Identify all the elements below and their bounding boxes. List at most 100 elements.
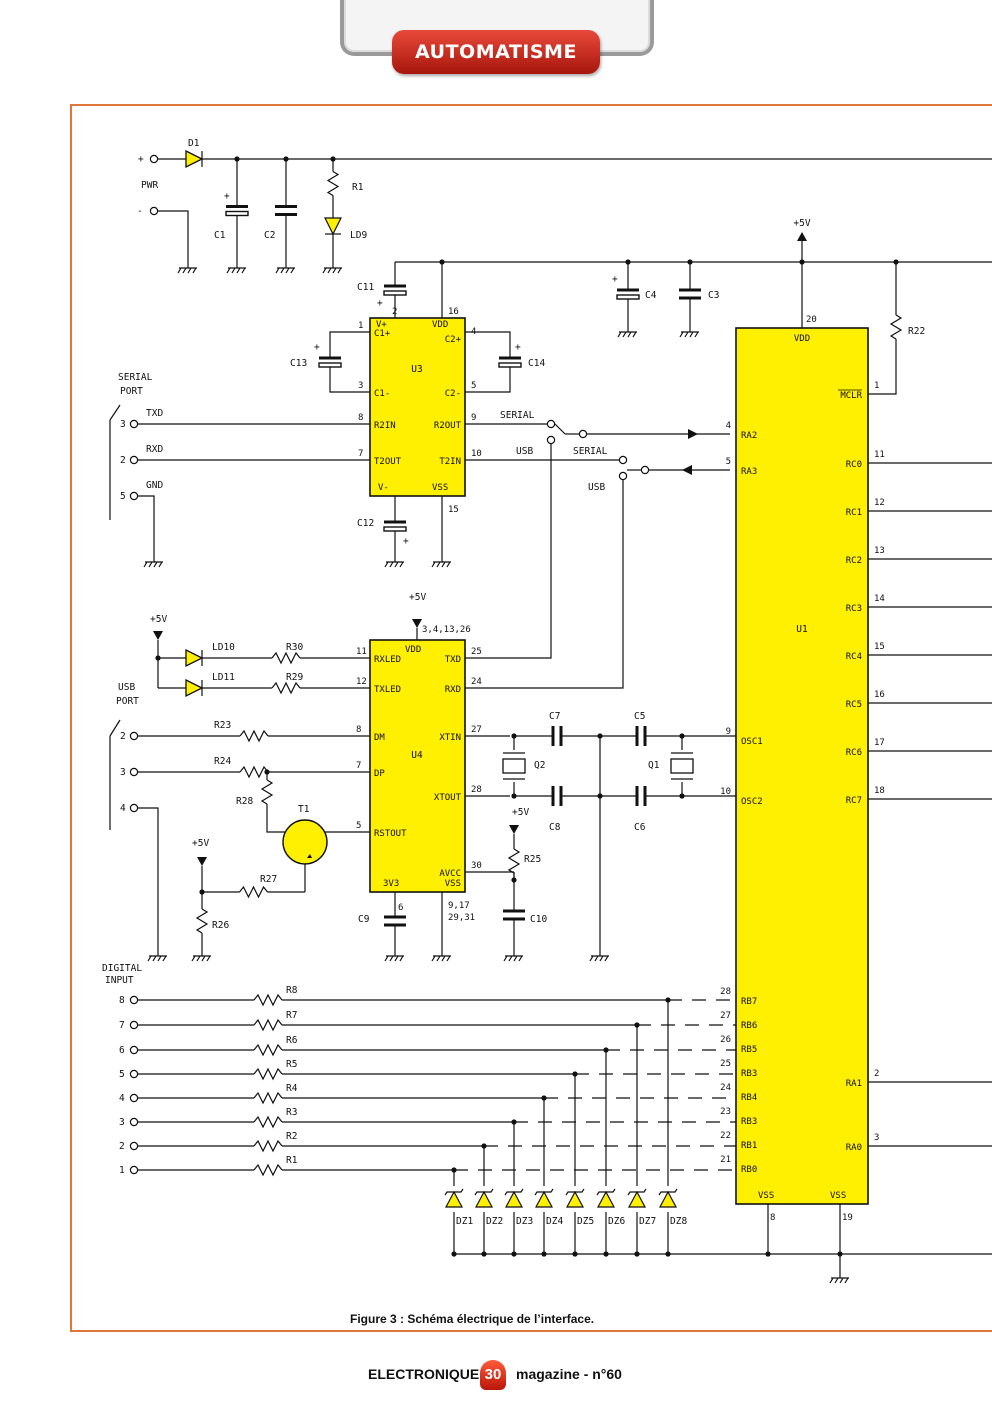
arrow-icon [688, 429, 698, 439]
digital-input-num: 5 [119, 1069, 125, 1080]
u3-pin: VSS [432, 483, 448, 493]
vcc-arrow-icon [509, 825, 519, 834]
switch-usb: USB [588, 482, 605, 493]
c14-label: C14 [528, 358, 545, 369]
ground-symbol [191, 955, 211, 962]
terminal [129, 1165, 139, 1175]
serial-pin-num: 5 [120, 491, 126, 502]
crystal-q2-icon [502, 758, 526, 774]
digital-resistor-label: R2 [286, 1131, 297, 1142]
usb-pin-num: 3 [120, 767, 126, 778]
terminal [640, 465, 650, 475]
serial-pin-num: 2 [120, 455, 126, 466]
ground-symbol [679, 331, 699, 338]
junction-dot [511, 1251, 517, 1257]
ground-symbol [322, 267, 342, 274]
wire [329, 331, 370, 346]
led-ld10-icon [185, 648, 204, 668]
u4-pinnum: 11 [356, 647, 367, 657]
u1-pinnum: 9 [726, 727, 731, 737]
c4-label: C4 [645, 290, 657, 301]
zener-diode-icon [475, 1190, 493, 1208]
u3-pin: C1+ [374, 329, 391, 339]
u1-pin: VSS [830, 1191, 846, 1201]
u1-pin: RB4 [741, 1093, 757, 1103]
u4-pinnum: 8 [356, 725, 361, 735]
u1-pin: RB1 [741, 1141, 757, 1151]
vcc-arrow-icon [153, 631, 163, 640]
r23-label: R23 [214, 720, 231, 731]
digital-input-num: 7 [119, 1020, 125, 1031]
u4-pin: RXLED [374, 655, 401, 665]
c12-plus: + [403, 536, 409, 547]
c3-label: C3 [708, 290, 719, 301]
wire [260, 779, 274, 805]
u4-pinnum: 27 [471, 725, 482, 735]
u1-pinnum: 4 [726, 421, 731, 431]
wire [138, 495, 155, 556]
terminal [129, 995, 139, 1005]
zener-diode-icon [659, 1190, 677, 1208]
u1-pinnum: 5 [726, 457, 731, 467]
zener-bar [627, 1188, 647, 1196]
u4-pin: AVCC [439, 869, 461, 879]
u3-pinnum: 10 [471, 449, 482, 459]
ground-symbol [384, 955, 404, 962]
junction-dot [765, 1251, 771, 1257]
ground-symbol [143, 561, 163, 568]
led-ld9-icon [324, 217, 342, 236]
zener-bar [474, 1188, 494, 1196]
junction-dot [837, 1251, 843, 1257]
zener-diode-icon [628, 1190, 646, 1208]
junction-dot [541, 1251, 547, 1257]
u3-pinnum: 2 [392, 307, 397, 317]
zener-bar [658, 1188, 678, 1196]
junction-dot [634, 1251, 640, 1257]
c14-plus: + [515, 342, 521, 353]
serial-pin-name: RXD [146, 444, 163, 455]
digital-input-num: 8 [119, 995, 125, 1006]
u1-pin: RB6 [741, 1021, 757, 1031]
capacitor-plate [318, 362, 342, 368]
zener-label: DZ1 [456, 1216, 473, 1227]
capacitor-plate [616, 294, 640, 300]
u3-pin: T2OUT [374, 457, 402, 467]
r27-label: R27 [260, 874, 277, 885]
c1-plus: + [224, 191, 230, 202]
r28-label: R28 [236, 796, 253, 807]
vcc-t1: +5V [192, 838, 209, 849]
u4-pin: XTIN [439, 733, 461, 743]
magazine-title: ELECTRONIQUE [368, 1366, 480, 1382]
digital-resistor-label: R6 [286, 1035, 298, 1046]
wire [253, 1018, 283, 1032]
wire [253, 1091, 283, 1105]
u1-pin: VSS [758, 1191, 774, 1201]
terminal [129, 1141, 139, 1151]
r24-label: R24 [214, 756, 231, 767]
usb-pin-num: 4 [120, 803, 126, 814]
vcc-r25: +5V [512, 807, 529, 818]
u1-pinnum: 26 [720, 1035, 731, 1045]
terminal [546, 419, 556, 429]
wire [253, 1115, 283, 1129]
u3-pin: T2IN [439, 457, 461, 467]
u1-pin: RA2 [741, 431, 757, 441]
c6-label: C6 [634, 822, 646, 833]
u4-pinnum: 6 [398, 903, 403, 913]
c2-label: C2 [264, 230, 275, 241]
u1-pinnum: 11 [874, 450, 885, 460]
wire [253, 1139, 283, 1153]
wire [253, 1043, 283, 1057]
u3-pinnum: 9 [471, 413, 476, 423]
zener-bar [534, 1188, 554, 1196]
u1-pin: RC7 [846, 796, 862, 806]
ground-symbol [431, 561, 451, 568]
diode-d1-icon [185, 149, 204, 169]
u1-pin: RC0 [846, 460, 862, 470]
u4-name: U4 [411, 750, 423, 761]
serial-title: PORT [120, 386, 143, 397]
ld9-label: LD9 [350, 230, 367, 241]
terminal [129, 1045, 139, 1055]
wire [138, 807, 159, 950]
